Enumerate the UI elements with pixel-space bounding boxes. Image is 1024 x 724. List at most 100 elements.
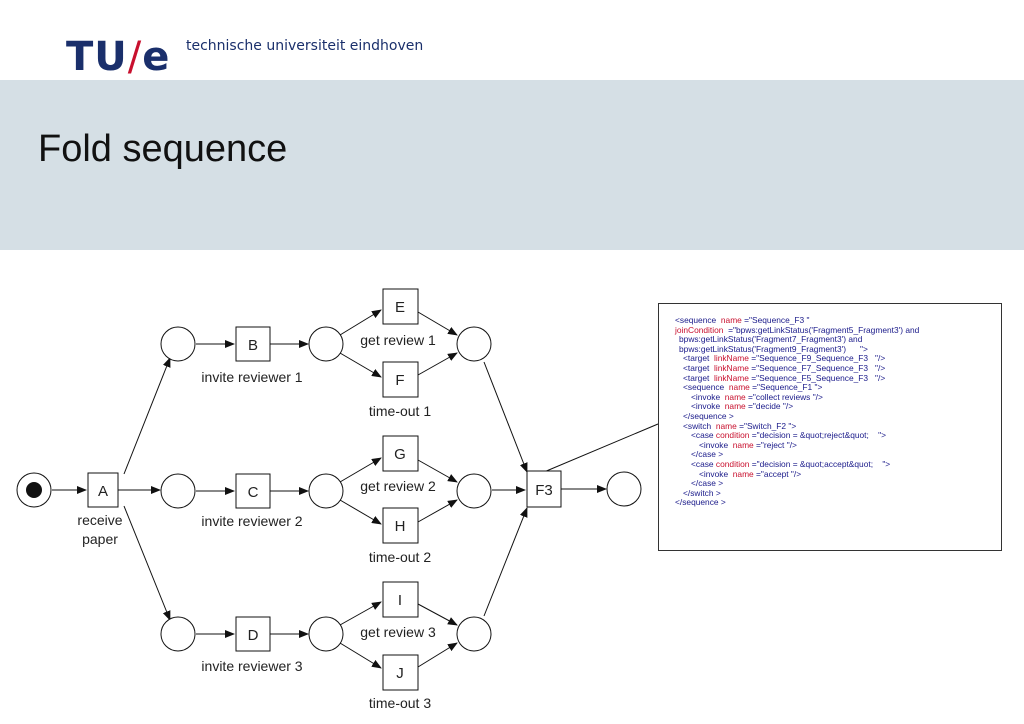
code-text: ="Sequence_F7_Sequence_F3 "/> (748, 362, 886, 373)
code-text: bpws:getLinkStatus('Fragment9_Fragment3'… (679, 343, 868, 354)
transition-f3-label: F3 (535, 482, 553, 499)
code-line: <target linkName ="Sequence_F5_Sequence_… (675, 372, 995, 384)
transition-a (87, 472, 119, 508)
code-text: ="accept "/> (753, 468, 802, 479)
code-text: </case > (691, 478, 724, 489)
code-keyword: linkName (713, 353, 749, 364)
arc (417, 603, 458, 626)
places (16, 326, 642, 652)
code-text: ="decision = &quot;accept&quot; "> (749, 458, 891, 469)
code-text: </case > (691, 449, 724, 460)
transition-j (382, 654, 419, 691)
arc (339, 309, 382, 336)
code-text: ="Sequence_F5_Sequence_F3 "/> (748, 372, 886, 383)
transition-f (382, 361, 419, 398)
transition-e (382, 288, 419, 325)
place (160, 473, 196, 509)
bpel-code-box: <sequence name ="Sequence_F3 "joinCondit… (658, 303, 1002, 551)
arc (123, 357, 171, 475)
code-line: <invoke name ="accept "/> (675, 468, 995, 480)
transition-i-label: I (398, 592, 402, 609)
code-text: ="collect reviews "/> (745, 391, 823, 402)
code-keyword: name (724, 391, 746, 402)
transition-g (382, 435, 419, 472)
university-tagline: technische universiteit eindhoven (186, 38, 424, 54)
place (456, 326, 492, 362)
transition-i (382, 581, 419, 618)
arc (417, 459, 458, 483)
code-keyword: name (724, 401, 746, 412)
arc (123, 505, 171, 621)
transition-c-label: C (248, 484, 259, 501)
code-line: <invoke name ="collect reviews "/> (675, 391, 995, 403)
code-text: ="Switch_F2 "> (736, 420, 797, 431)
code-text: <target (683, 353, 714, 364)
code-text: ="Sequence_F3 " (741, 315, 810, 325)
code-line: </case > (675, 478, 995, 489)
code-text: </sequence > (675, 497, 726, 508)
tue-logo: TU/e (66, 34, 171, 80)
code-line: <invoke name ="reject "/> (675, 439, 995, 451)
code-keyword: name (715, 420, 737, 431)
code-text: <case (691, 430, 716, 441)
timeout-2-label: time-out 2 (369, 549, 431, 565)
invite-reviewer-3-label: invite reviewer 3 (201, 658, 302, 674)
arc (483, 361, 528, 473)
place (160, 326, 196, 362)
token (26, 482, 42, 498)
timeout-1-label: time-out 1 (369, 403, 431, 419)
code-text: ="Sequence_F1 "> (749, 382, 823, 393)
code-text: ="decide "/> (745, 401, 794, 412)
get-review-2-label: get review 2 (360, 478, 436, 494)
code-line: </case > (675, 450, 995, 460)
place (456, 616, 492, 652)
code-line: </sequence > (675, 497, 995, 508)
code-line: </switch > (675, 487, 995, 499)
code-keyword: name (720, 315, 742, 325)
code-line: <case condition ="decision = &quot;rejec… (675, 430, 995, 441)
code-text: <invoke (699, 439, 733, 450)
code-text: <invoke (691, 391, 725, 402)
get-review-3-label: get review 3 (360, 624, 436, 640)
slide-title: Fold sequence (38, 128, 288, 170)
transition-f3 (526, 470, 562, 508)
transition-names: A B C D E F G H I J F3 (98, 299, 553, 682)
code-text: <sequence (683, 382, 729, 393)
code-keyword: linkName (713, 372, 749, 383)
code-line: <sequence name ="Sequence_F1 "> (675, 382, 995, 393)
get-review-1-label: get review 1 (360, 332, 436, 348)
activity-labels: receive paper invite reviewer 1 invite r… (77, 332, 436, 711)
code-line: <switch name ="Switch_F2 "> (675, 420, 995, 432)
code-keyword: name (732, 468, 754, 479)
place (456, 473, 492, 509)
code-text: <target (683, 362, 714, 373)
place (308, 616, 344, 652)
code-text: <case (691, 458, 716, 469)
code-line: <target linkName ="Sequence_F9_Sequence_… (675, 354, 995, 364)
title-band (0, 80, 1024, 250)
code-text: <switch (683, 420, 716, 431)
receive-label-line1: receive (77, 512, 122, 528)
code-line: <invoke name ="decide "/> (675, 402, 995, 412)
place (160, 616, 196, 652)
code-line: <case condition ="decision = &quot;accep… (675, 458, 995, 470)
transition-j-label: J (396, 665, 404, 682)
arc (417, 311, 458, 336)
arc (339, 642, 382, 669)
transition-h (382, 507, 419, 544)
code-line: <sequence name ="Sequence_F3 " (675, 315, 995, 326)
code-text: </switch > (683, 487, 721, 498)
code-text: <sequence (675, 315, 721, 325)
transition-b (235, 326, 271, 362)
code-connector-line (543, 423, 659, 473)
arc (417, 642, 458, 668)
place (308, 473, 344, 509)
transition-g-label: G (394, 446, 406, 463)
arcs (52, 309, 607, 669)
code-text: bpws:getLinkStatus('Fragment7_Fragment3'… (679, 334, 863, 345)
place-end (606, 471, 642, 507)
code-keyword: joinCondition (675, 324, 724, 335)
arc (417, 352, 458, 376)
code-text: ="reject "/> (753, 439, 797, 450)
